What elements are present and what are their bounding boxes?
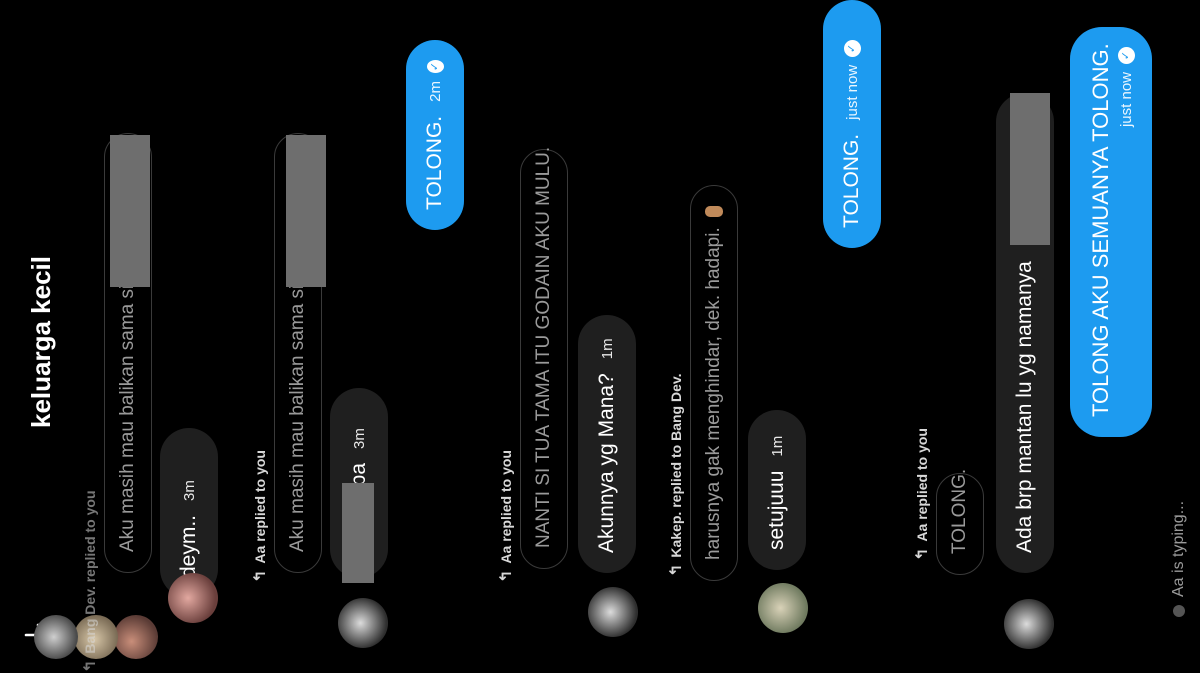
chat-title[interactable]: keluarga kecil [26,256,56,428]
reply-arrow-icon: ↰ [252,569,269,583]
redacted-box [342,483,374,583]
reply-label: ↰ Kakep. replied to Bang Dev. [668,373,685,577]
typing-indicator: Aa is typing... [1170,501,1188,617]
redacted-box [286,135,326,287]
outgoing-message-bubble[interactable]: TOLONG. 2m ✓ [406,40,464,230]
outgoing-message-bubble[interactable]: TOLONG. just now ✓ [823,0,881,248]
faded-reply-label: ↰ Bang Dev. replied to you [82,490,99,673]
group-avatar-3[interactable] [34,615,78,659]
sent-check-icon: ✓ [843,39,861,57]
sender-avatar[interactable] [758,583,808,633]
fist-emoji [705,206,723,218]
sender-avatar[interactable] [168,573,218,623]
message-bubble[interactable]: setujuuu 1m [748,410,806,570]
quoted-message[interactable]: NANTI SI TUA TAMA ITU GODAIN AKU MULU. [520,147,568,569]
reply-label: ↰ Aa replied to you [252,450,269,583]
outgoing-message-bubble[interactable]: TOLONG AKU SEMUANYA TOLONG. just now ✓ [1070,27,1152,437]
redacted-box [1010,93,1050,245]
message-bubble[interactable]: Akunnya yg Mana? 1m [578,315,636,573]
sender-avatar[interactable] [338,598,388,648]
sender-avatar[interactable] [1004,599,1054,649]
reply-arrow-icon: ↰ [82,659,99,673]
sent-check-icon: ✓ [1117,47,1135,64]
reply-label: ↰ Aa replied to you [914,428,931,561]
redacted-box [110,135,150,287]
sent-check-icon: ✓ [426,60,444,74]
reply-arrow-icon: ↰ [914,547,931,561]
reply-arrow-icon: ↰ [668,563,685,577]
sender-avatar[interactable] [588,587,638,637]
quoted-message[interactable]: TOLONG. [936,469,984,575]
group-avatar-1[interactable] [114,615,158,659]
reply-arrow-icon: ↰ [498,569,515,583]
quoted-message[interactable]: harusnya gak menghindar, dek. hadapi. [690,185,738,581]
typing-avatar-icon [1173,605,1185,617]
reply-label: ↰ Aa replied to you [498,450,515,583]
